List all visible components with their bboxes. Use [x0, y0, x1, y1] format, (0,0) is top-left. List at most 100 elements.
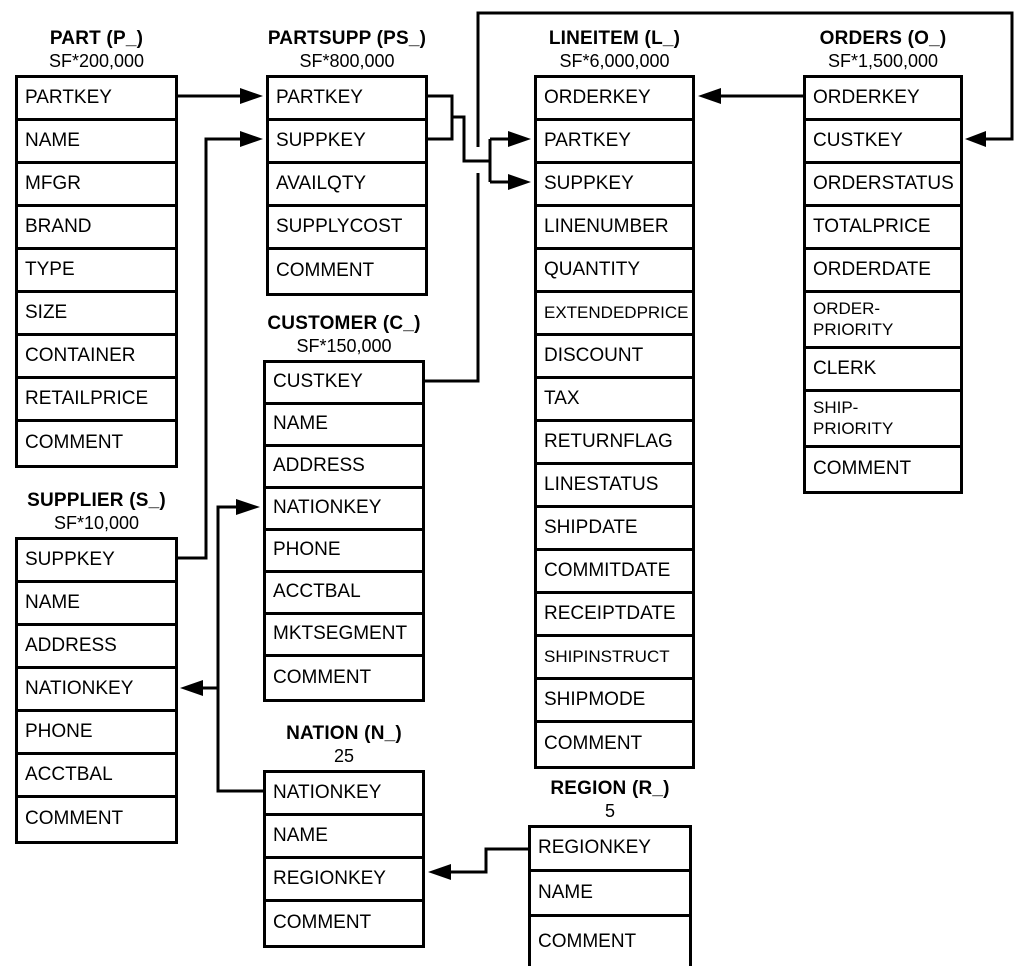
lineitem-row-extendedprice: EXTENDEDPRICE [537, 293, 692, 336]
part-row-comment: COMMENT [18, 422, 175, 465]
lineitem-row-suppkey: SUPPKEY [537, 164, 692, 207]
rel-customer-orders-line-lower [425, 173, 480, 383]
part-row-brand: BRAND [18, 207, 175, 250]
supplier-row-suppkey: SUPPKEY [18, 540, 175, 583]
orders-row-order-priority: ORDER- PRIORITY [806, 293, 960, 349]
region-table-header: REGION (R_)5 [516, 778, 704, 822]
orders-table-cardinality: SF*1,500,000 [827, 50, 939, 71]
customer-table-cardinality: SF*150,000 [296, 335, 392, 356]
column-label: SUPPKEY [544, 172, 634, 194]
region-row-regionkey: REGIONKEY [531, 828, 689, 872]
lineitem-row-shipmode: SHIPMODE [537, 680, 692, 723]
part-table-header: PART (P_)SF*200,000 [3, 28, 190, 72]
orders-row-ship-priority: SHIP- PRIORITY [806, 392, 960, 448]
column-label: RETAILPRICE [25, 387, 149, 409]
column-label: SUPPKEY [276, 129, 366, 151]
lineitem-row-linenumber: LINENUMBER [537, 207, 692, 250]
rel-supplier-partsupp-arrowhead-icon [240, 131, 263, 147]
lineitem-row-receiptdate: RECEIPTDATE [537, 594, 692, 637]
customer-table-title: CUSTOMER (C_) [267, 313, 421, 334]
part-table-cardinality: SF*200,000 [48, 50, 145, 71]
rel-nation-customer-arrowhead-icon [236, 499, 260, 515]
column-label: TAX [544, 387, 580, 409]
lineitem-row-comment: COMMENT [537, 723, 692, 766]
column-label: CUSTKEY [273, 371, 363, 393]
lineitem-row-shipdate: SHIPDATE [537, 508, 692, 551]
supplier-table-cardinality: SF*10,000 [53, 512, 140, 533]
column-label: ORDER- PRIORITY [813, 299, 894, 339]
column-label: SUPPKEY [25, 548, 115, 570]
part-row-size: SIZE [18, 293, 175, 336]
nation-row-comment: COMMENT [266, 902, 422, 945]
column-label: PHONE [25, 720, 93, 742]
orders-row-orderkey: ORDERKEY [806, 78, 960, 121]
orders-row-custkey: CUSTKEY [806, 121, 960, 164]
part-row-container: CONTAINER [18, 336, 175, 379]
column-label: COMMENT [544, 733, 643, 755]
rel-nation-customer-line [216, 505, 263, 793]
column-label: SHIP- PRIORITY [813, 398, 894, 438]
lineitem-row-returnflag: RETURNFLAG [537, 422, 692, 465]
region-table-cardinality: 5 [604, 800, 615, 821]
column-label: ORDERKEY [813, 86, 920, 108]
supplier-row-comment: COMMENT [18, 798, 175, 841]
column-label: SUPPLYCOST [276, 215, 403, 237]
region-row-comment: COMMENT [531, 917, 689, 966]
orders-row-orderstatus: ORDERSTATUS [806, 164, 960, 207]
customer-row-phone: PHONE [266, 531, 422, 573]
orders-table-title: ORDERS (O_) [819, 28, 947, 49]
column-label: COMMENT [276, 260, 375, 282]
customer-row-nationkey: NATIONKEY [266, 489, 422, 531]
nation-table-header: NATION (N_)25 [251, 723, 437, 767]
rel-partsupp-lineitem-zigzag-line [452, 115, 492, 182]
column-label: REGIONKEY [273, 867, 386, 889]
supplier-row-address: ADDRESS [18, 626, 175, 669]
column-label: NAME [538, 881, 593, 903]
orders-row-clerk: CLERK [806, 349, 960, 392]
nation-row-nationkey: NATIONKEY [266, 773, 422, 816]
nation-row-regionkey: REGIONKEY [266, 859, 422, 902]
column-label: COMMENT [813, 458, 912, 480]
partsupp-row-comment: COMMENT [269, 250, 425, 293]
column-label: ORDERSTATUS [813, 172, 954, 194]
orders-table-header: ORDERS (O_)SF*1,500,000 [791, 28, 975, 72]
part-table-title: PART (P_) [49, 28, 144, 49]
column-label: LINENUMBER [544, 215, 669, 237]
rel-orders-lineitem-arrowhead-icon [698, 88, 721, 104]
part-row-partkey: PARTKEY [18, 78, 175, 121]
column-label: ORDERKEY [544, 86, 651, 108]
customer-row-mktsegment: MKTSEGMENT [266, 615, 422, 657]
rel-customer-orders-arrowhead-icon [965, 131, 986, 147]
column-label: SIZE [25, 301, 68, 323]
rel-region-nation-arrowhead-icon [428, 864, 451, 880]
lineitem-table: ORDERKEY PARTKEY SUPPKEY LINENUMBER QUANTITY… [534, 75, 695, 769]
column-label: RECEIPTDATE [544, 602, 676, 624]
part-row-name: NAME [18, 121, 175, 164]
column-label: NAME [25, 129, 80, 151]
rel-customer-orders-line-upper [476, 11, 1014, 147]
lineitem-row-partkey: PARTKEY [537, 121, 692, 164]
partsupp-table-cardinality: SF*800,000 [299, 50, 395, 71]
customer-row-acctbal: ACCTBAL [266, 573, 422, 615]
region-row-name: NAME [531, 872, 689, 917]
column-label: COMMENT [538, 930, 637, 952]
column-label: NATIONKEY [25, 677, 134, 699]
column-label: LINESTATUS [544, 473, 659, 495]
column-label: COMMENT [273, 666, 372, 688]
rel-nation-supplier-arrowhead-icon [180, 680, 203, 696]
lineitem-row-linestatus: LINESTATUS [537, 465, 692, 508]
lineitem-table-header: LINEITEM (L_)SF*6,000,000 [522, 28, 707, 72]
column-label: COMMENT [25, 808, 124, 830]
region-table-title: REGION (R_) [550, 778, 670, 799]
lineitem-row-quantity: QUANTITY [537, 250, 692, 293]
customer-table-header: CUSTOMER (C_)SF*150,000 [251, 313, 437, 357]
region-table: REGIONKEY NAME COMMENT [528, 825, 692, 966]
column-label: CLERK [813, 357, 877, 379]
lineitem-row-tax: TAX [537, 379, 692, 422]
lineitem-row-shipinstruct: SHIPINSTRUCT [537, 637, 692, 680]
partsupp-table-title: PARTSUPP (PS_) [267, 28, 427, 49]
